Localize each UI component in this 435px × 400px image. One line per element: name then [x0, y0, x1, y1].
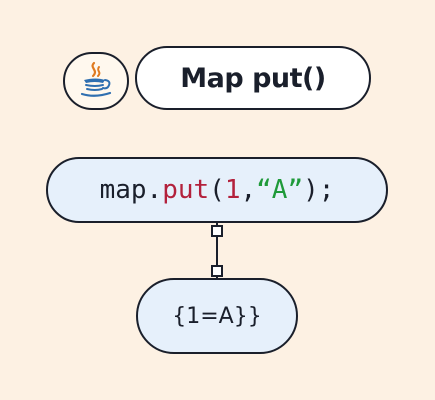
- code-method: put: [162, 175, 210, 205]
- result-text: {1=A}}: [172, 303, 262, 329]
- code-object: map: [99, 175, 147, 205]
- code-statement-node: map.put(1,“A”);: [46, 157, 388, 223]
- connector-port-bottom: [211, 265, 223, 277]
- page-title: Map put(): [180, 62, 326, 94]
- java-logo: [63, 52, 129, 110]
- connector-port-top: [211, 225, 223, 237]
- connector-line: [216, 223, 218, 279]
- code-statement: map.put(1,“A”);: [100, 175, 335, 205]
- code-arg-key: 1: [224, 175, 241, 205]
- code-close: );: [303, 175, 335, 205]
- result-node: {1=A}}: [136, 278, 298, 354]
- java-coffee-cup-icon: [80, 61, 112, 97]
- code-open-paren: (: [209, 175, 225, 205]
- code-dot: .: [146, 175, 163, 205]
- code-arg-value: “A”: [256, 175, 304, 205]
- code-comma: ,: [240, 175, 257, 205]
- title-pill: Map put(): [135, 46, 371, 110]
